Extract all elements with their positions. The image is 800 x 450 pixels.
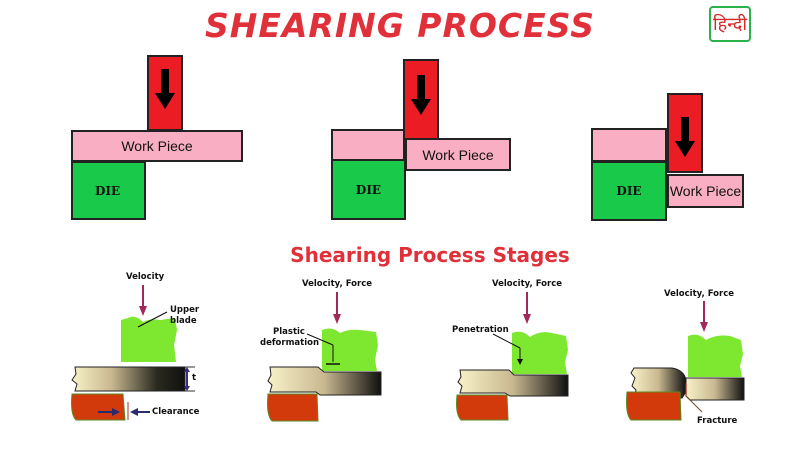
work-piece: Work Piece bbox=[71, 130, 243, 162]
clearance-label: Clearance bbox=[152, 407, 200, 417]
down-arrow-icon bbox=[411, 75, 431, 115]
thickness-label: t bbox=[192, 373, 197, 383]
velocity-force-label: Velocity, Force bbox=[492, 279, 563, 289]
work-piece: Work Piece bbox=[667, 174, 744, 208]
velocity-force-label: Velocity, Force bbox=[664, 289, 735, 299]
die: DIE bbox=[591, 161, 667, 221]
plastic-deformation-label-line1: Plastic bbox=[273, 327, 305, 337]
velocity-label: Velocity bbox=[126, 272, 165, 282]
work-piece: Work Piece bbox=[405, 138, 511, 171]
down-arrow-icon bbox=[675, 117, 695, 157]
velocity-force-label: Velocity, Force bbox=[302, 279, 373, 289]
fracture-label: Fracture bbox=[697, 416, 738, 426]
penetration-label: Penetration bbox=[452, 325, 509, 335]
page-title: SHEARING PROCESS bbox=[204, 6, 596, 45]
hindi-language-button[interactable]: हिन्दी bbox=[709, 6, 751, 42]
upper-blade-label-line2: blade bbox=[170, 316, 197, 326]
punch bbox=[667, 93, 703, 173]
die: DIE bbox=[71, 161, 146, 220]
upper-blade-label-line1: Upper bbox=[170, 305, 200, 315]
plastic-deformation-label-line2: deformation bbox=[260, 338, 320, 348]
stages-title: Shearing Process Stages bbox=[290, 243, 570, 267]
down-arrow-icon bbox=[155, 69, 175, 109]
die: DIE bbox=[331, 159, 406, 220]
